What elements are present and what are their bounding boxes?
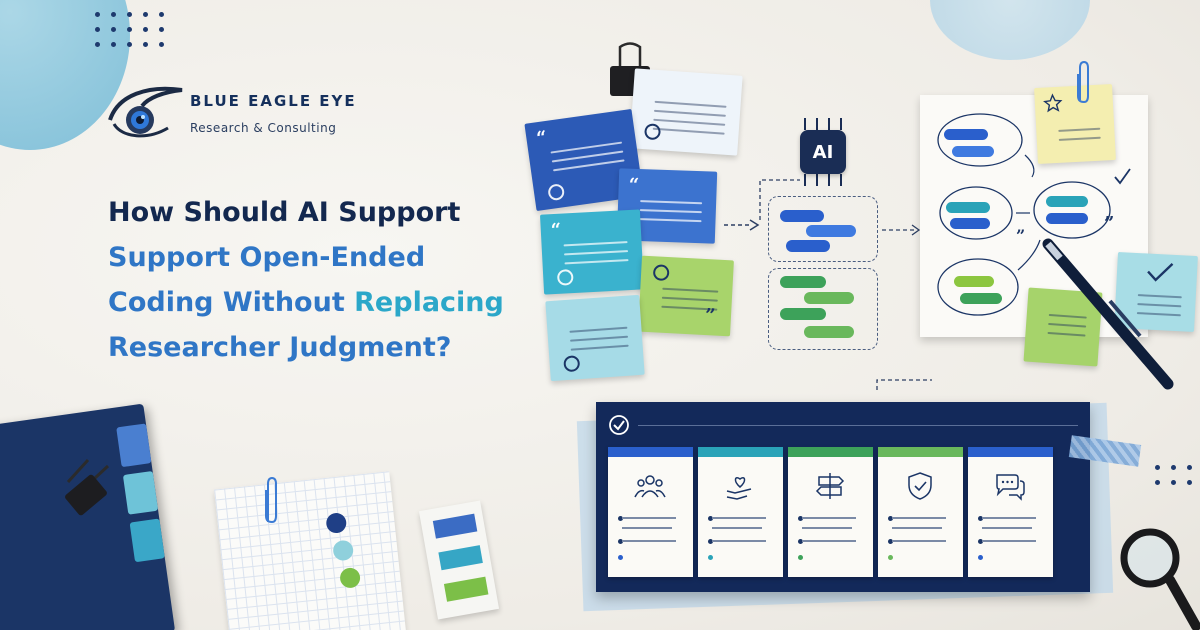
user-avatar-icon <box>652 264 670 282</box>
code-pill <box>786 240 830 252</box>
headline-line-4: Researcher Judgment? <box>108 332 452 363</box>
paperclip-icon <box>1077 60 1089 104</box>
sticky-note-1 <box>629 68 743 156</box>
theme-card-1 <box>608 447 693 577</box>
theme-pill <box>1046 213 1088 224</box>
headline-line-1: How Should AI Support <box>108 197 461 228</box>
svg-text:”: ” <box>1104 213 1114 234</box>
themes-dashboard <box>596 402 1090 592</box>
code-pill <box>780 210 824 222</box>
theme-pill <box>944 129 988 140</box>
starred-sticky-note <box>1034 84 1116 164</box>
binder-clip-small-icon <box>65 458 110 516</box>
ai-chip: AI <box>800 130 846 174</box>
paperclip-icon <box>265 476 277 524</box>
quote-icon: ” <box>704 305 716 327</box>
star-icon <box>1043 93 1063 113</box>
theme-card-4 <box>878 447 963 577</box>
quote-icon: “ <box>550 219 562 242</box>
code-pill <box>780 276 826 288</box>
code-pill <box>804 292 854 304</box>
decorative-dot-grid-right <box>1155 465 1200 485</box>
checkmark-icon <box>1147 262 1174 282</box>
user-avatar-icon <box>644 123 662 141</box>
svg-text:”: ” <box>1016 226 1025 245</box>
code-pill <box>804 326 854 338</box>
flow-connector-lines <box>759 179 932 390</box>
verified-badge-icon <box>609 415 629 435</box>
user-avatar-icon <box>563 355 581 373</box>
theme-pill <box>952 146 994 157</box>
headline-line-3: Coding Without Replacing <box>108 287 504 318</box>
sticky-note-6 <box>545 294 645 382</box>
quote-icon: “ <box>628 174 640 197</box>
shield-check-icon <box>908 472 932 500</box>
headline: How Should AI Support Support Open-Ended… <box>108 190 548 370</box>
brand-tagline: Research & Consulting <box>190 121 337 135</box>
code-pill <box>780 308 826 320</box>
sticky-note-4: “ <box>539 209 645 295</box>
sticky-note-5: ” <box>638 255 734 337</box>
grid-notepad <box>214 471 406 630</box>
user-avatar-icon <box>556 269 574 286</box>
people-group-icon <box>634 475 666 498</box>
board-divider <box>638 425 1078 426</box>
theme-pill <box>954 276 994 287</box>
theme-pill <box>950 218 990 229</box>
decorative-circle-top-right <box>930 0 1090 60</box>
theme-pill <box>946 202 990 213</box>
arrow-right-icon <box>724 219 760 231</box>
theme-pill <box>960 293 1002 304</box>
sticky-flags <box>418 500 500 620</box>
magnifying-glass-icon <box>1120 528 1200 630</box>
chat-bubbles-icon <box>996 474 1025 501</box>
theme-pill <box>1046 196 1088 207</box>
brand-name: BLUE EAGLE EYE <box>190 92 357 110</box>
theme-card-3 <box>788 447 873 577</box>
user-avatar-icon <box>547 183 566 202</box>
theme-clusters: ” ” <box>937 113 1131 316</box>
ai-output-group-1 <box>768 196 878 262</box>
theme-card-5 <box>968 447 1053 577</box>
decorative-dot-grid <box>95 12 165 47</box>
theme-card-2 <box>698 447 783 577</box>
checked-sticky-note <box>1114 251 1198 333</box>
signpost-icon <box>815 473 845 499</box>
pen-icon <box>1042 238 1174 390</box>
code-pill <box>806 225 856 237</box>
ai-output-group-2 <box>768 268 878 350</box>
chip-pins <box>790 118 856 186</box>
headline-line-2: Support Open-Ended <box>108 242 426 273</box>
heart-hand-icon <box>726 476 752 500</box>
quote-icon: “ <box>535 127 549 150</box>
eagle-eye-logo-icon <box>108 86 183 138</box>
